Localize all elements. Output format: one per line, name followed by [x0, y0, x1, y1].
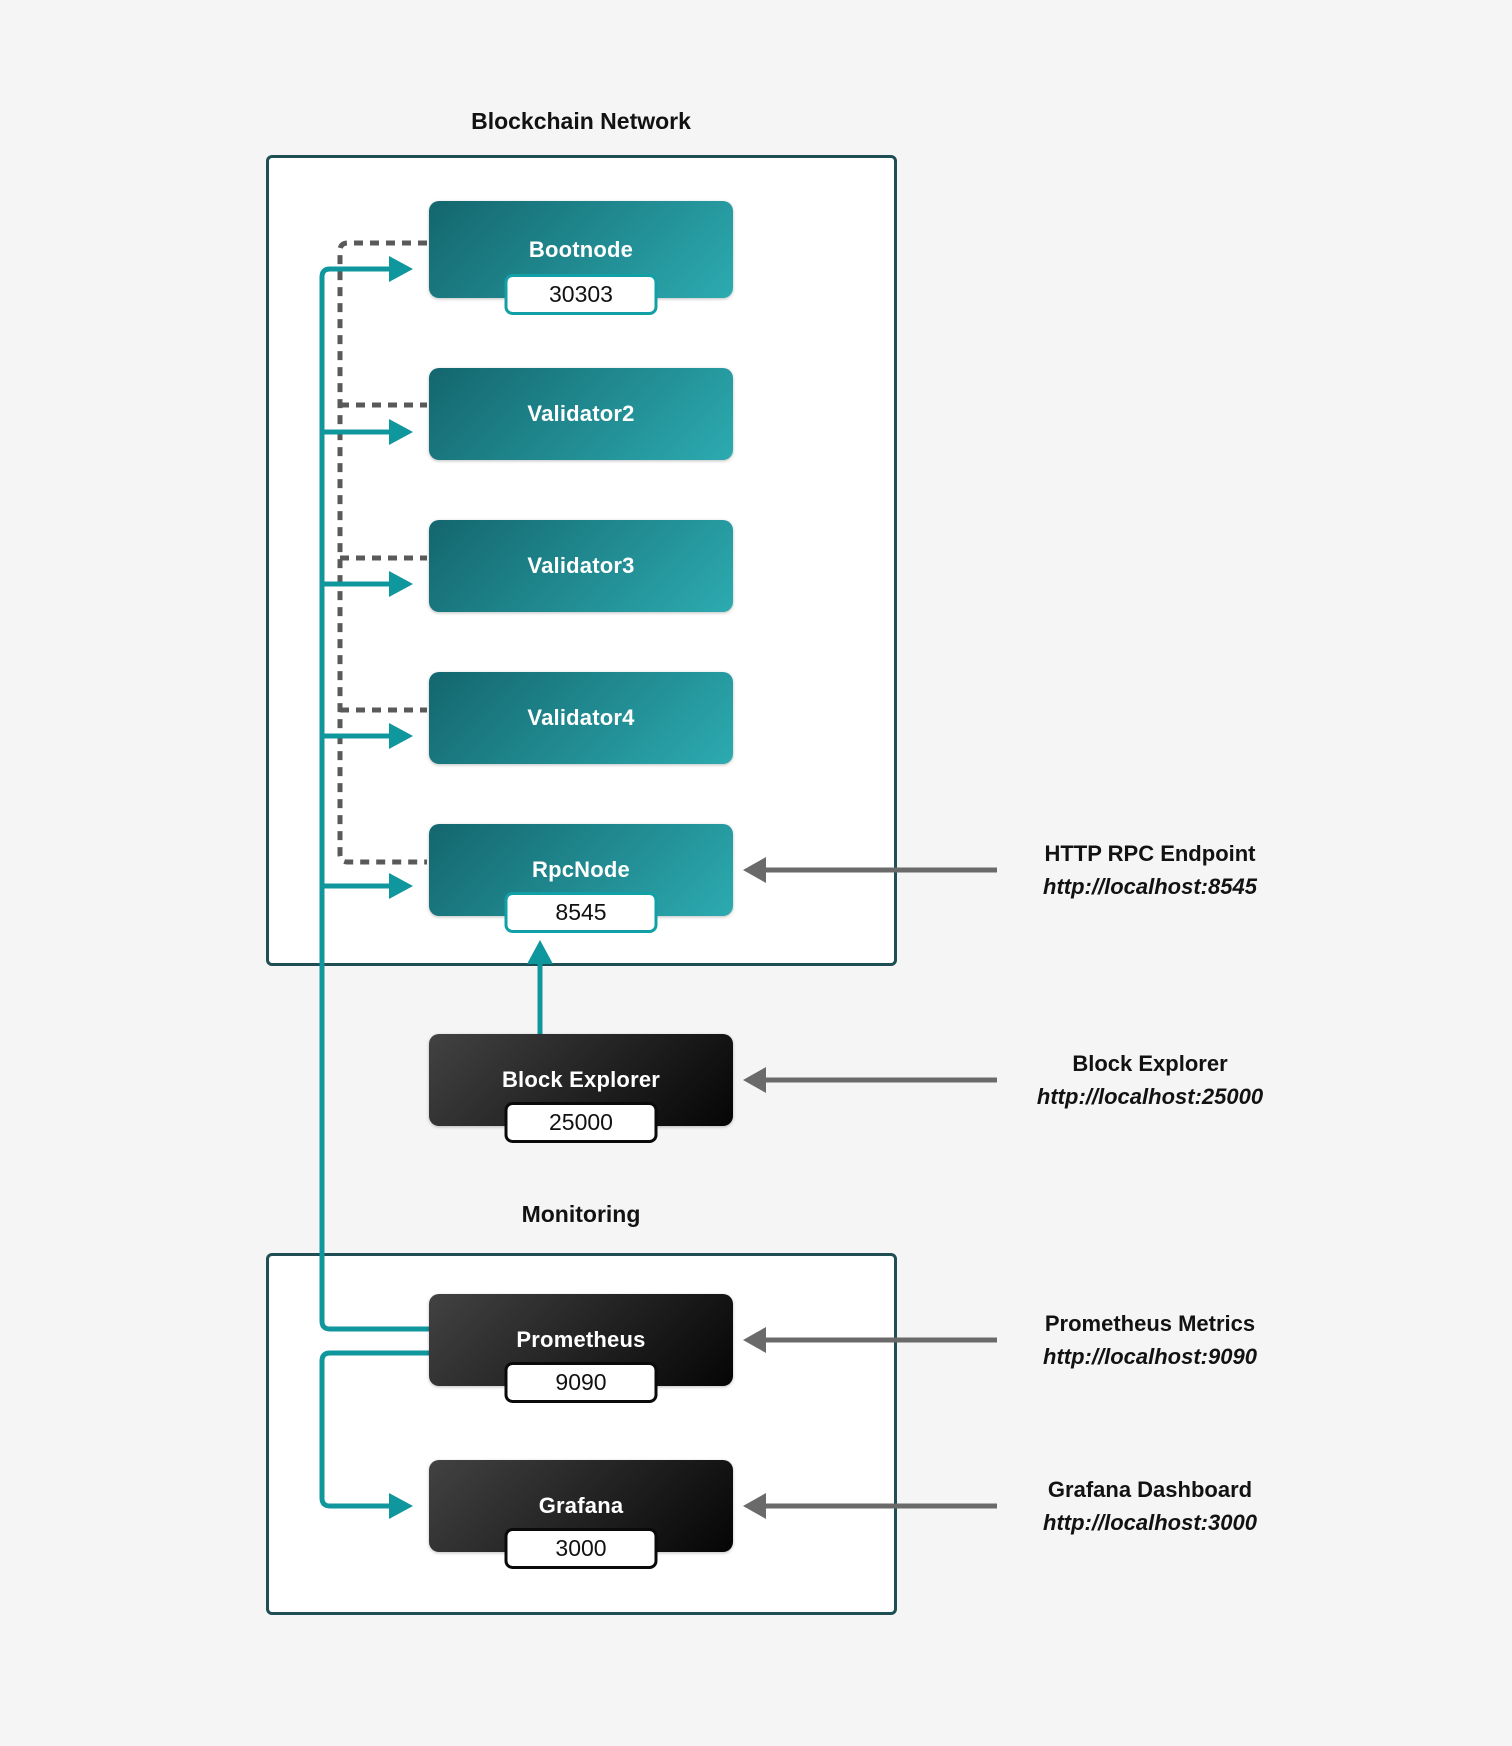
annotation-http-rpc-endpoint: HTTP RPC Endpoint http://localhost:8545: [1000, 837, 1300, 903]
port-badge: 8545: [504, 892, 658, 933]
annotation-title: HTTP RPC Endpoint: [1044, 841, 1256, 866]
node-label: Validator3: [527, 553, 635, 578]
node-prometheus: Prometheus 9090: [429, 1294, 733, 1403]
annotation-block-explorer: Block Explorer http://localhost:25000: [1000, 1047, 1300, 1113]
node-label: Block Explorer: [501, 1067, 661, 1092]
port-badge: 30303: [504, 274, 658, 315]
annotation-prometheus-metrics: Prometheus Metrics http://localhost:9090: [1000, 1307, 1300, 1373]
annotation-grafana-dashboard: Grafana Dashboard http://localhost:3000: [1000, 1473, 1300, 1539]
monitoring-title: Monitoring: [521, 1201, 641, 1227]
port-badge: 25000: [504, 1102, 658, 1143]
blockchain-network-title: Blockchain Network: [471, 108, 691, 134]
port-badge: 9090: [504, 1362, 658, 1403]
node-grafana: Grafana 3000: [429, 1460, 733, 1569]
node-label: Bootnode: [528, 236, 634, 262]
node-label: Validator2: [527, 401, 635, 426]
node-label: RpcNode: [532, 857, 630, 882]
node-rpcnode: RpcNode 8545: [429, 824, 733, 933]
node-label: Validator4: [527, 705, 635, 730]
arrowhead-left-explorer: [743, 1067, 766, 1093]
port-badge: 3000: [504, 1528, 658, 1569]
node-label: Prometheus: [516, 1327, 646, 1352]
annotation-url: http://localhost:9090: [1043, 1344, 1257, 1369]
annotation-title: Prometheus Metrics: [1044, 1311, 1256, 1336]
node-block-explorer: Block Explorer 25000: [429, 1034, 733, 1143]
node-bootnode: Bootnode 30303: [429, 201, 733, 315]
node-validator2: Validator2: [429, 368, 733, 460]
annotation-title: Grafana Dashboard: [1047, 1477, 1253, 1502]
node-validator4: Validator4: [429, 672, 733, 764]
annotation-title: Block Explorer: [1072, 1051, 1228, 1076]
annotation-url: http://localhost:3000: [1043, 1510, 1257, 1535]
annotation-url: http://localhost:8545: [1043, 874, 1257, 899]
annotation-url: http://localhost:25000: [1036, 1084, 1264, 1109]
node-validator3: Validator3: [429, 520, 733, 612]
node-label: Grafana: [538, 1493, 624, 1518]
